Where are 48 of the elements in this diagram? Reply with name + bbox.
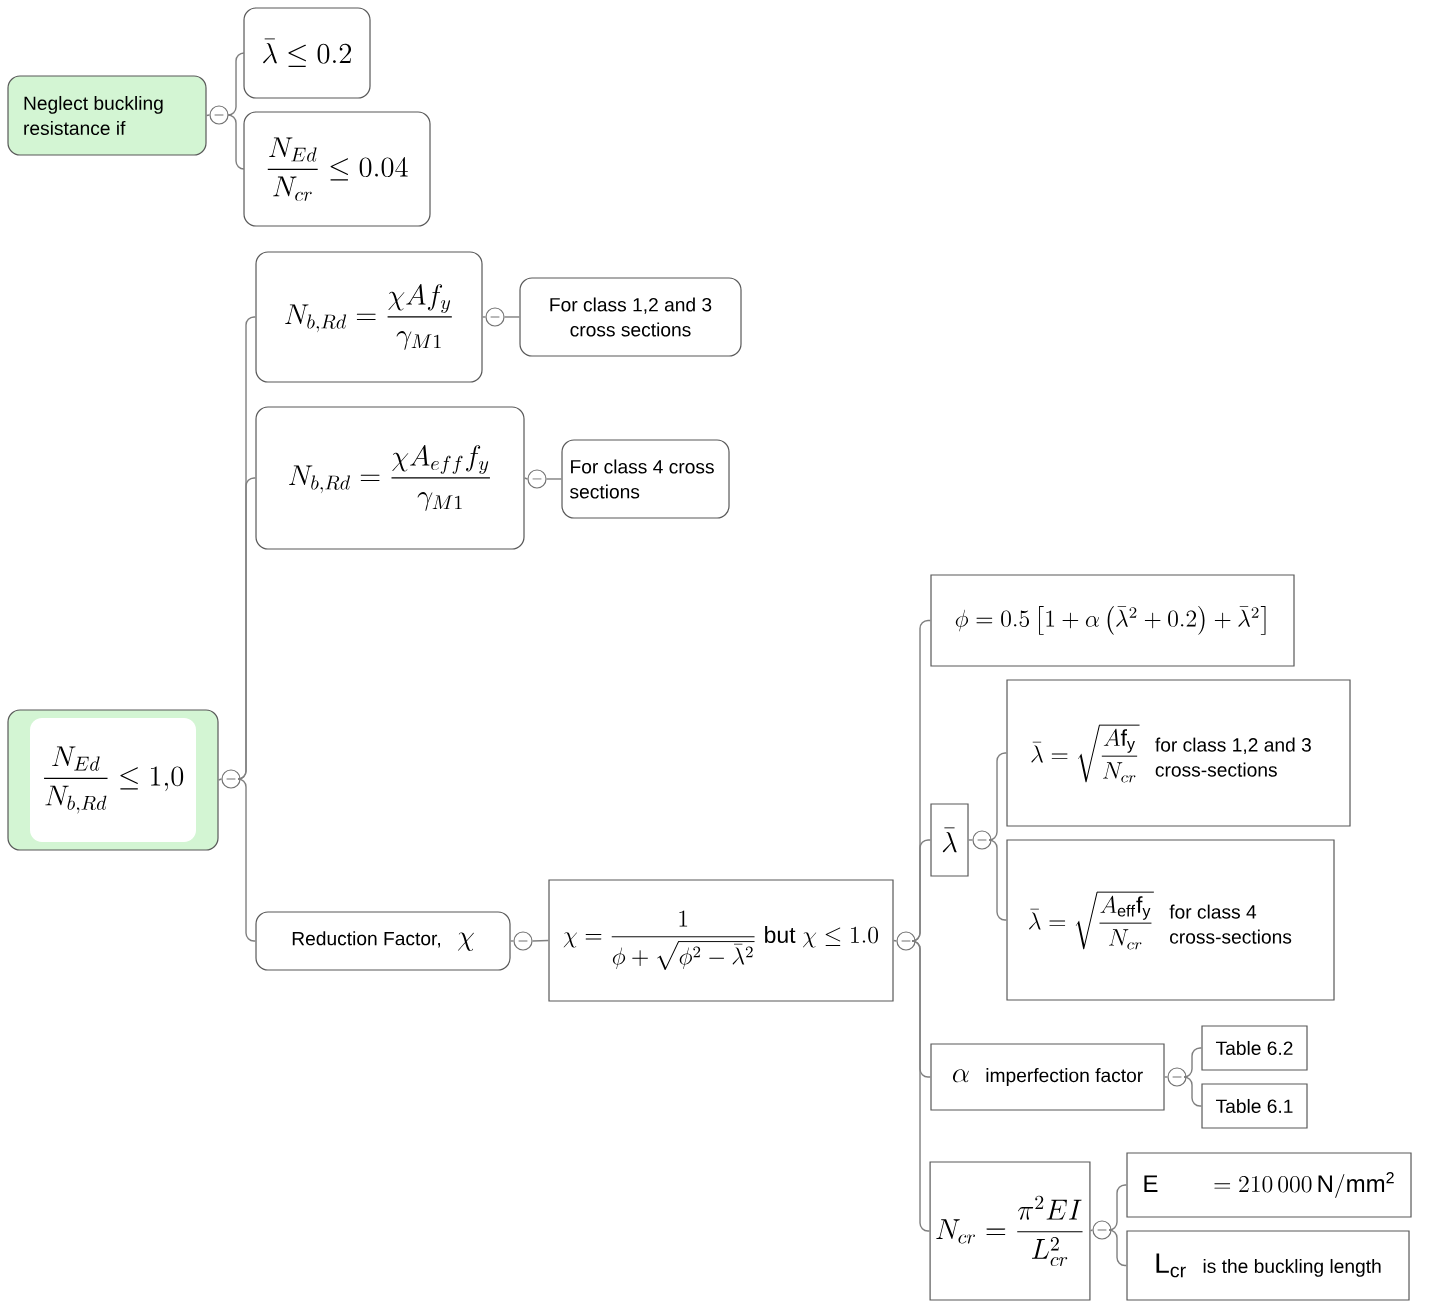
branch-box: $\mathrm{L}_{\mathrm{cr}}$ is the buckling length [1126,1230,1410,1301]
connector-line [217,778,223,781]
branch-box: Table 6.2 [1201,1025,1308,1071]
collapse-circle [972,830,992,850]
branch-box: $N_{b,Rd} = \frac{\chi A f_y}{\gamma_{M1}}$ [255,251,483,383]
connector-line [523,477,529,480]
connector-line [531,939,550,942]
branch-box: For class 4 cross sections [561,439,730,519]
branch-box: $\bar{\lambda} = \sqrt{\frac{A_{\mathrm{eff}}\mathrm{f_y}}{N_{cr}}}$ for class 4 cross-sections [1006,839,1335,1001]
branch-box: $\chi = \frac{1}{\phi+\sqrt{\phi^2-\bar{\lambda}^2}}\;\mathrm{but}\;\chi \leq 1.0$ [548,879,894,1002]
collapse-circle [513,931,533,951]
connector-line [988,839,1008,921]
connector-line [892,939,898,942]
connector-line [227,52,245,116]
collapse-circle [1167,1067,1187,1087]
connector-line [1108,1229,1128,1267]
connector-line [509,940,515,942]
connector-line [237,778,257,942]
branch-box: Table 6.1 [1201,1083,1308,1129]
connector-line [227,114,245,170]
connector-line [503,316,521,318]
branch-box: $\bar{\lambda}$ [930,803,969,877]
branch-box: $\alpha$ imperfection factor [930,1043,1165,1111]
branch-box: $\phi = 0.5\left[1+\alpha\left(\bar{\lambda}^2+0.2\right)+\bar{\lambda}^2\right]$ [930,574,1295,667]
collapse-circle [221,769,241,789]
collapse-circle [896,931,916,951]
connector-line [205,114,211,117]
topic-box: $\frac{N_{Ed}}{N_{b,Rd}} \leq 1{,}0$ [7,709,219,851]
branch-box: $\mathrm{E}\qquad = 210\,000\,\mathrm{N/mm^2}$ [1126,1152,1412,1218]
connector-line [545,478,563,480]
branch-box: Reduction Factor, $\chi$ [255,911,511,971]
collapse-circle [209,105,229,125]
branch-box: $\bar{\lambda} \leq 0.2$ [243,7,371,99]
branch-box: $N_{b,Rd} = \frac{\chi A_{eff} f_y}{\gamma_{M1}}$ [255,406,525,550]
connector-line [911,940,931,1232]
topic-box: Neglect buckling resistance if [7,75,207,156]
connector-line [1089,1229,1094,1232]
connector-line [967,839,974,841]
connector-line [481,316,487,318]
collapse-circle [527,469,547,489]
collapse-circle [485,307,505,327]
connector-line [1183,1076,1203,1107]
connector-line [1163,1076,1169,1078]
collapse-circle [1092,1220,1112,1240]
branch-box: $\bar{\lambda} = \sqrt{\frac{A\mathrm{f_y}}{N_{cr}}}$ for class 1,2 and 3 cross-sections [1006,679,1351,827]
branch-box: $N_{cr} = \frac{\pi^2 EI}{L_{cr}^2}$ [929,1161,1091,1301]
branch-box: For class 1,2 and 3 cross sections [519,277,742,357]
branch-box: $\frac{N_{Ed}}{N_{cr}} \leq 0.04$ [243,111,431,227]
